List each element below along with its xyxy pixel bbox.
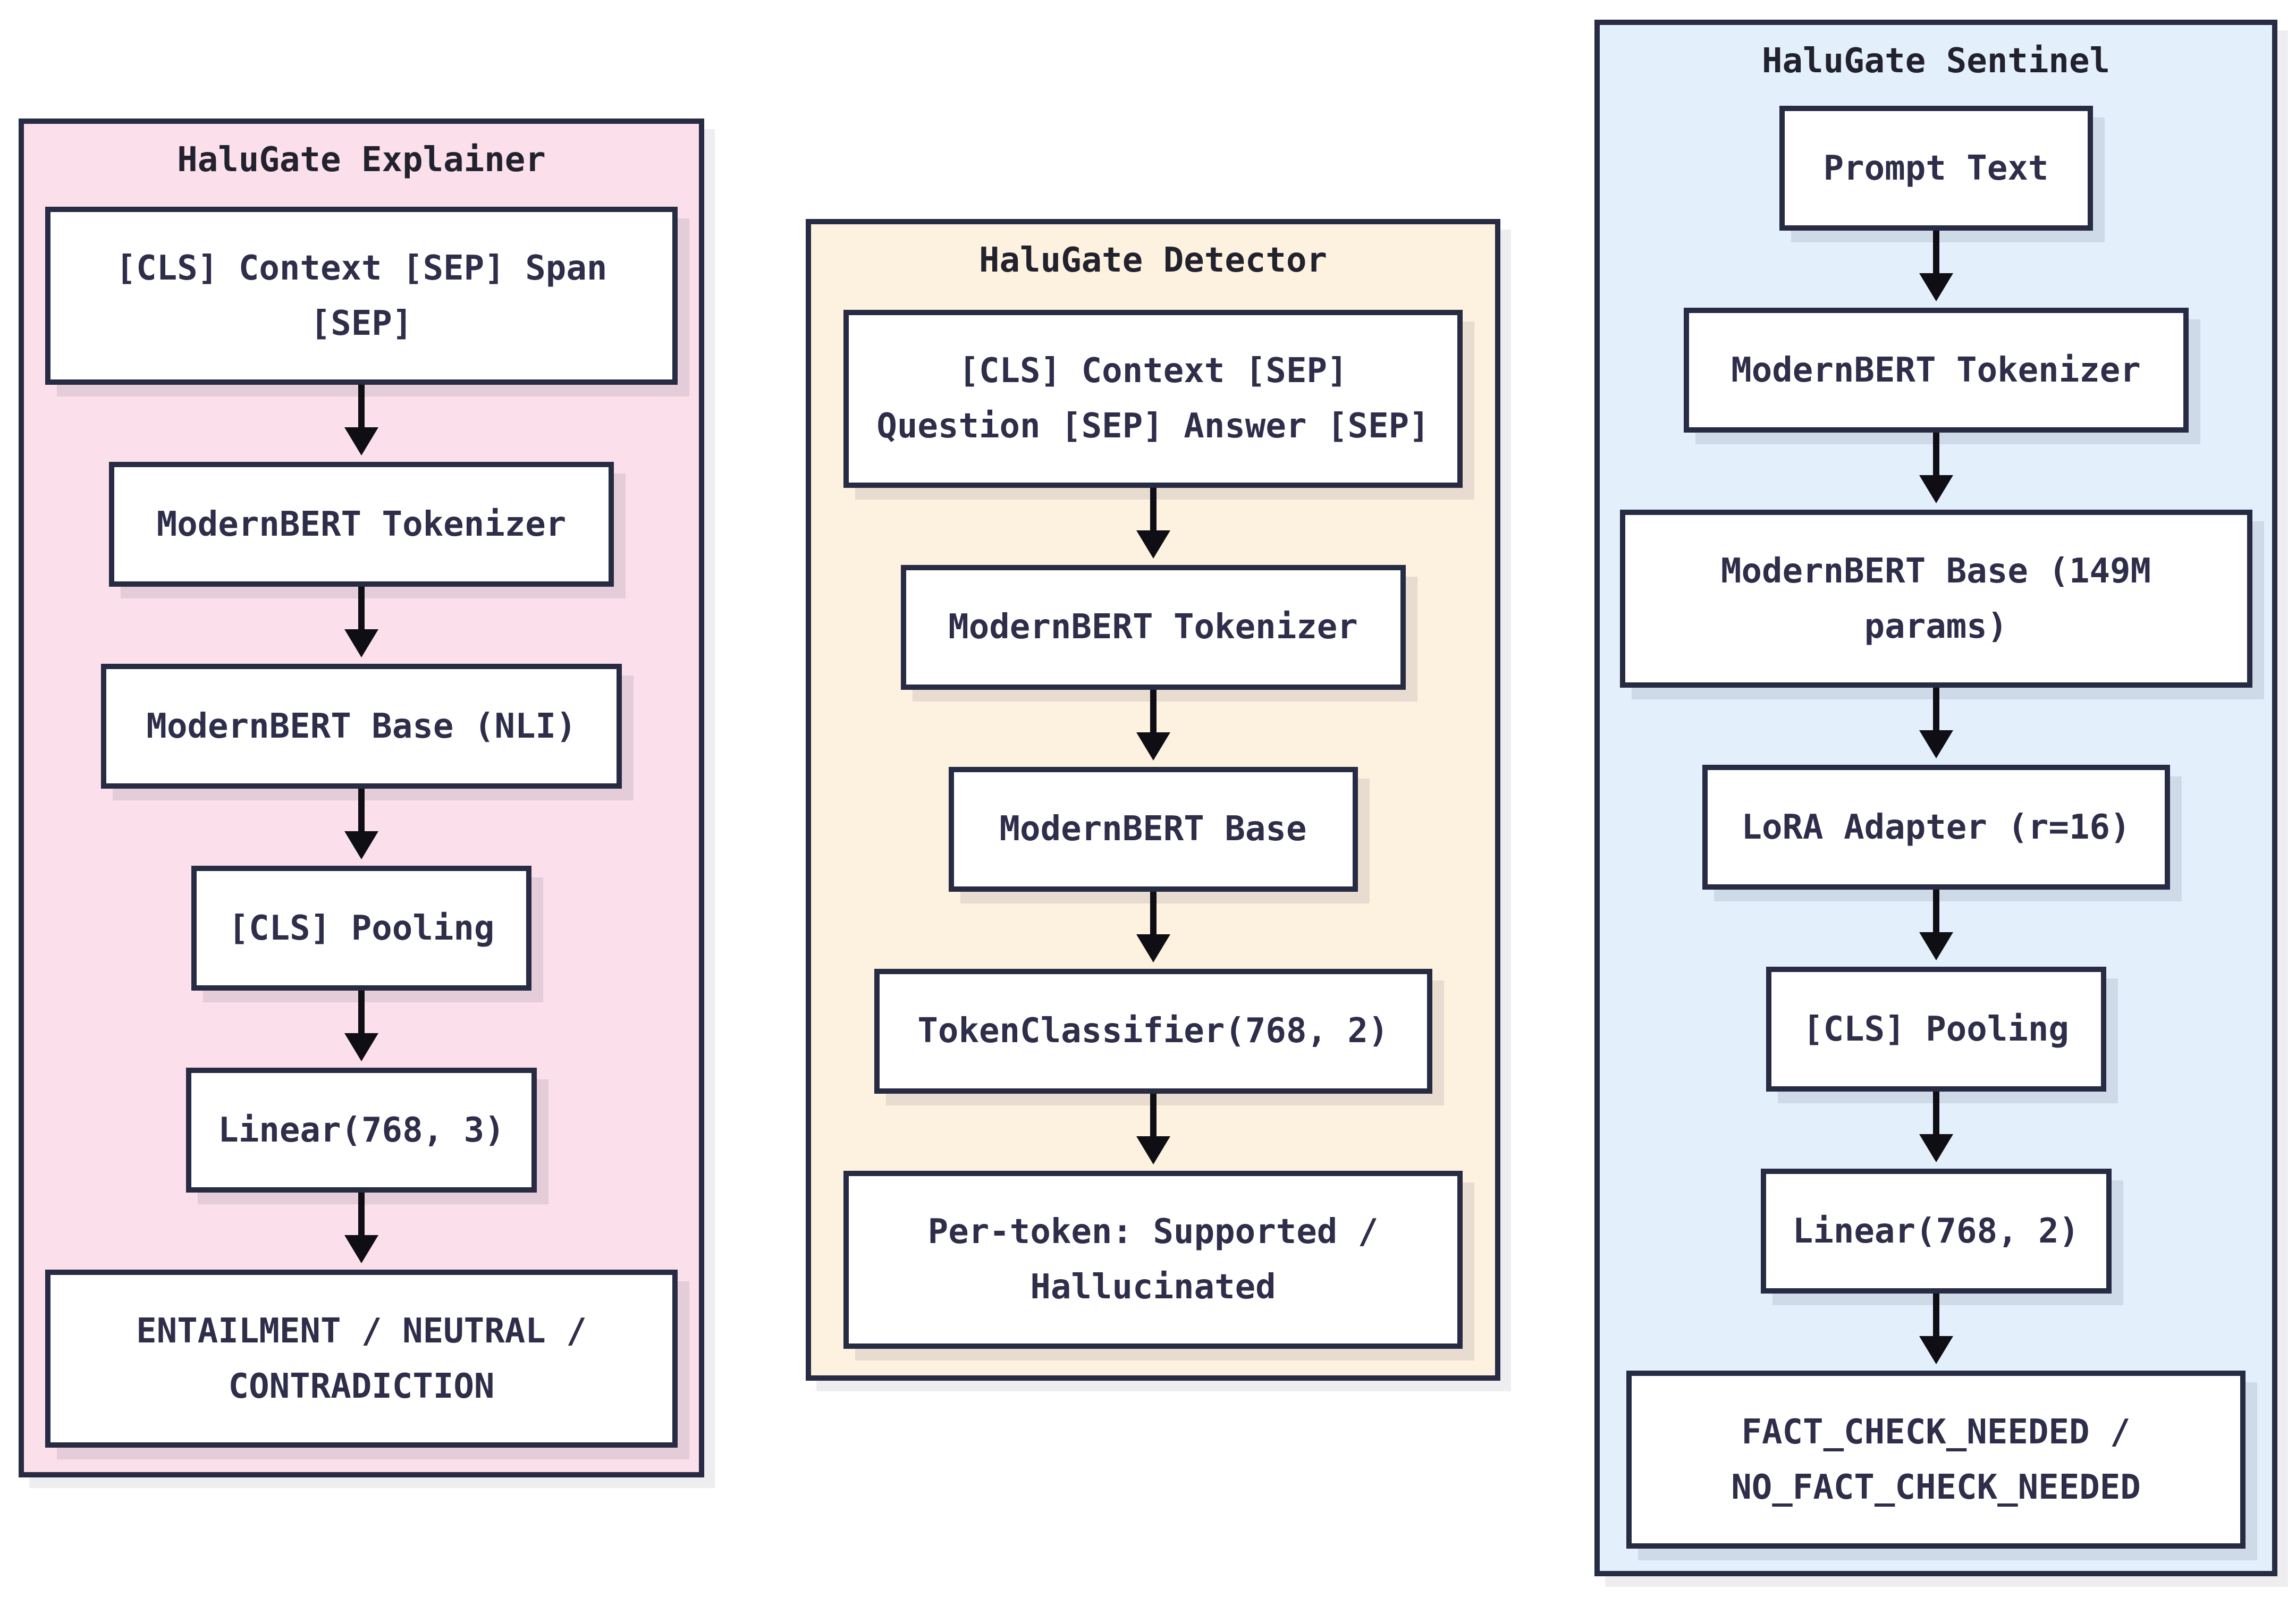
panel-title-sentinel: HaluGate Sentinel (1761, 41, 2111, 81)
node-modernbert-base-149m-params: ModernBERT Base (149M params) (1619, 510, 2252, 688)
flow-sentinel: Prompt Text ModernBERT Tokenizer ModernB… (1600, 83, 2272, 1571)
node-modernbert-base: ModernBERT Base (948, 766, 1358, 892)
flow-arrow-icon (1919, 890, 1953, 967)
arrow-shaft (1932, 1294, 1939, 1336)
node-modernbert-tokenizer: ModernBERT Tokenizer (900, 564, 1406, 690)
node-label-line: ModernBERT Tokenizer (1731, 350, 2141, 390)
arrow-head (1919, 730, 1953, 758)
flow-arrow-icon (1136, 689, 1170, 767)
arrow-head (1136, 1136, 1170, 1164)
node-cls-context-sep-span-sep: [CLS] Context [SEP] Span [SEP] (45, 207, 678, 385)
arrow-head (1136, 732, 1170, 761)
node-label-line: Question [SEP] Answer [SEP] (876, 407, 1430, 446)
flow-arrow-icon (1919, 1092, 1953, 1169)
node-per-token-supported-hallucinated: Per-token: Supported / Hallucinated (843, 1170, 1463, 1349)
node-lora-adapter-r16: LoRA Adapter (r=16) (1702, 765, 2170, 890)
flow-arrow-icon (1919, 688, 1953, 765)
node-label-line: ModernBERT Base (NLI) (146, 706, 577, 746)
flow-arrow-icon (1136, 487, 1170, 565)
node-cls-context-question-answer: [CLS] Context [SEP] Question [SEP] Answe… (843, 309, 1463, 488)
node-label-line: [SEP] (310, 303, 413, 343)
node-label-line: Prompt Text (1823, 148, 2049, 188)
node-modernbert-base-nli: ModernBERT Base (NLI) (101, 664, 622, 789)
arrow-shaft (358, 385, 365, 427)
flow-explainer: [CLS] Context [SEP] Span [SEP] ModernBER… (24, 182, 699, 1472)
node-tokenclassifier-768-2: TokenClassifier(768, 2) (874, 968, 1432, 1094)
arrow-shaft (358, 1193, 365, 1235)
arrow-head (344, 427, 378, 455)
arrow-head (1136, 530, 1170, 559)
node-label-line: ENTAILMENT / NEUTRAL / (136, 1311, 587, 1351)
node-label-line: TokenClassifier(768, 2) (917, 1011, 1389, 1051)
node-modernbert-tokenizer: ModernBERT Tokenizer (109, 462, 614, 587)
arrow-shaft (1932, 1092, 1939, 1134)
node-label-line: Linear(768, 2) (1792, 1211, 2080, 1251)
panel-halugate-sentinel: HaluGate Sentinel Prompt Text ModernBERT… (1594, 20, 2277, 1576)
node-label-line: Linear(768, 3) (218, 1110, 505, 1150)
arrow-shaft (358, 789, 365, 831)
node-linear-768-2: Linear(768, 2) (1760, 1169, 2112, 1294)
panel-halugate-explainer: HaluGate Explainer [CLS] Context [SEP] S… (19, 119, 704, 1477)
arrow-shaft (1150, 1093, 1157, 1136)
panel-title-explainer: HaluGate Explainer (177, 140, 546, 180)
panel-halugate-detector: HaluGate Detector [CLS] Context [SEP] Qu… (806, 219, 1500, 1381)
node-label-line: CONTRADICTION (228, 1366, 495, 1406)
flow-arrow-icon (344, 789, 378, 866)
flow-arrow-icon (344, 1193, 378, 1270)
node-label-line: ModernBERT Tokenizer (156, 504, 567, 544)
flow-arrow-icon (1136, 891, 1170, 969)
arrow-shaft (1150, 891, 1157, 934)
arrow-head (1136, 934, 1170, 962)
flow-arrow-icon (344, 385, 378, 462)
flow-arrow-icon (1919, 231, 1953, 308)
panel-title-detector: HaluGate Detector (978, 241, 1328, 280)
node-entailment-neutral-contradiction: ENTAILMENT / NEUTRAL / CONTRADICTION (45, 1270, 678, 1448)
arrow-shaft (1150, 487, 1157, 530)
arrow-head (344, 831, 378, 859)
node-cls-pooling: [CLS] Pooling (1766, 967, 2106, 1092)
arrow-head (344, 1235, 378, 1263)
flow-arrow-icon (1919, 1294, 1953, 1371)
node-linear-768-3: Linear(768, 3) (186, 1068, 537, 1193)
node-label-line: ModernBERT Base (999, 809, 1307, 849)
node-fact-check-needed: FACT_CHECK_NEEDED / NO_FACT_CHECK_NEEDED (1626, 1371, 2246, 1549)
node-label-line: ModernBERT Tokenizer (948, 607, 1358, 647)
arrow-shaft (1932, 433, 1939, 475)
flow-detector: [CLS] Context [SEP] Question [SEP] Answe… (811, 283, 1495, 1375)
arrow-head (1919, 273, 1953, 301)
arrow-shaft (358, 587, 365, 629)
node-label-line: [CLS] Context [SEP] Span (115, 248, 607, 288)
node-label-line: ModernBERT Base (149M (1720, 551, 2151, 591)
arrow-head (344, 1033, 378, 1061)
arrow-shaft (1932, 890, 1939, 932)
node-label-line: Per-token: Supported / (927, 1212, 1379, 1252)
arrow-head (344, 629, 378, 657)
node-label-line: [CLS] Context [SEP] (958, 351, 1348, 391)
node-label-line: params) (1864, 606, 2008, 646)
node-cls-pooling: [CLS] Pooling (191, 866, 531, 991)
node-label-line: NO_FACT_CHECK_NEEDED (1731, 1467, 2141, 1507)
flow-arrow-icon (1919, 433, 1953, 510)
node-label-line: LoRA Adapter (r=16) (1741, 807, 2131, 847)
node-label-line: [CLS] Pooling (1803, 1009, 2069, 1049)
node-prompt-text: Prompt Text (1779, 106, 2093, 231)
arrow-head (1919, 932, 1953, 960)
flow-arrow-icon (344, 991, 378, 1068)
arrow-shaft (1932, 688, 1939, 730)
node-label-line: Hallucinated (1030, 1268, 1276, 1307)
node-modernbert-tokenizer: ModernBERT Tokenizer (1683, 308, 2189, 433)
node-label-line: FACT_CHECK_NEEDED / (1741, 1412, 2131, 1452)
arrow-head (1919, 1336, 1953, 1364)
arrow-head (1919, 475, 1953, 503)
arrow-shaft (358, 991, 365, 1033)
arrow-shaft (1932, 231, 1939, 273)
node-label-line: [CLS] Pooling (228, 908, 495, 948)
flow-arrow-icon (344, 587, 378, 664)
arrow-head (1919, 1134, 1953, 1162)
arrow-shaft (1150, 689, 1157, 732)
flow-arrow-icon (1136, 1093, 1170, 1171)
